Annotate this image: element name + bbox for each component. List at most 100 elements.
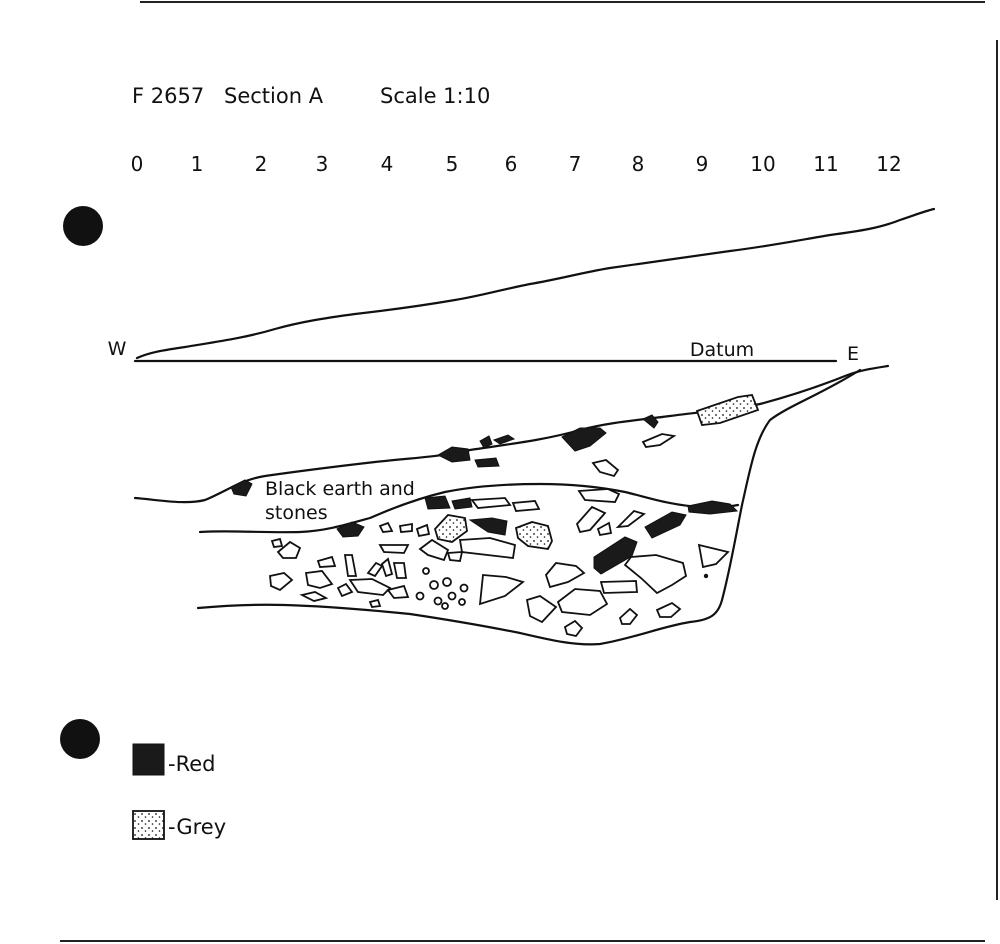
- stone: [697, 543, 730, 569]
- scale-label: Scale 1:10: [380, 84, 490, 108]
- stone: [618, 607, 639, 625]
- stone: [458, 537, 517, 559]
- stone: [336, 582, 354, 598]
- stone: [418, 538, 450, 562]
- red-fragment: [468, 517, 508, 536]
- stone: [368, 598, 382, 608]
- stone: [525, 595, 558, 624]
- stone: [392, 562, 408, 579]
- stone: [386, 584, 410, 599]
- stone: [470, 497, 512, 509]
- red-fragment: [230, 479, 253, 497]
- dot-mark: [703, 573, 709, 579]
- stone: [429, 580, 439, 590]
- section-title: Section A: [224, 84, 324, 108]
- stone: [366, 561, 384, 578]
- ground-surface-line: [135, 207, 936, 360]
- stone: [415, 591, 425, 601]
- legend: -Red -Grey: [132, 743, 226, 840]
- stone: [446, 551, 464, 562]
- stone: [378, 544, 410, 554]
- grey-fragment: [433, 514, 468, 543]
- red-fragment: [561, 427, 607, 452]
- scale-tick: 1: [191, 152, 204, 176]
- lower-layer-boundary: [198, 482, 740, 534]
- red-fragment: [642, 414, 659, 429]
- red-fragment: [479, 435, 493, 449]
- legend-red-label: -Red: [168, 752, 215, 776]
- grey-fragment: [514, 521, 553, 550]
- stone: [599, 580, 638, 594]
- grey-fragment: [695, 394, 760, 426]
- scale-tick: 5: [446, 152, 459, 176]
- stone: [398, 522, 413, 533]
- stone: [591, 459, 620, 478]
- scale-tick: 2: [255, 152, 268, 176]
- red-fragment: [436, 446, 471, 463]
- scale-tick: 4: [381, 152, 394, 176]
- red-fragment: [424, 495, 451, 510]
- fill-label-line2: stones: [265, 502, 328, 524]
- red-fragment: [644, 511, 687, 539]
- sheet-border: [60, 1, 998, 942]
- stones: [269, 433, 730, 638]
- stone: [442, 577, 452, 587]
- red-fragment: [492, 434, 516, 445]
- scale-tick: 10: [750, 152, 775, 176]
- east-cut-edge: [196, 368, 862, 646]
- scale-tick: 12: [876, 152, 901, 176]
- stone: [615, 509, 646, 529]
- grey-fragments: [433, 394, 760, 550]
- red-fragment: [593, 536, 638, 575]
- stone: [623, 554, 688, 595]
- stone: [441, 602, 449, 610]
- scale-tick: 11: [813, 152, 838, 176]
- stone: [380, 557, 394, 578]
- stone: [577, 488, 621, 503]
- binder-hole-top: [63, 206, 103, 246]
- stone: [655, 601, 682, 618]
- stone: [276, 540, 302, 559]
- red-fragment: [451, 497, 473, 510]
- stone: [478, 574, 525, 606]
- red-fragments: [230, 414, 739, 575]
- scale-tick: 9: [696, 152, 709, 176]
- red-fragment: [336, 521, 365, 538]
- stone: [511, 500, 541, 512]
- scale-tick: 7: [569, 152, 582, 176]
- binder-hole-bottom: [60, 719, 100, 759]
- legend-grey-label: -Grey: [168, 815, 226, 839]
- scale-tick: 3: [316, 152, 329, 176]
- stone: [316, 555, 337, 568]
- red-fragment: [687, 500, 739, 515]
- scale-tick: 6: [505, 152, 518, 176]
- stone: [447, 591, 457, 601]
- stone: [378, 521, 394, 533]
- west-label: W: [108, 338, 127, 360]
- legend-grey-swatch: [132, 810, 165, 840]
- stone: [459, 583, 469, 593]
- fill-label-line1: Black earth and: [265, 478, 415, 500]
- stone: [575, 505, 607, 534]
- red-fragment: [474, 457, 500, 468]
- stone: [415, 523, 431, 538]
- stone: [544, 562, 586, 589]
- feature-number: F 2657: [132, 84, 204, 108]
- east-label: E: [847, 343, 859, 365]
- scale-bar: 0 1 2 3 4 5 6 7 8 9 10 11 12: [131, 152, 902, 176]
- stone: [269, 572, 294, 592]
- stone: [596, 521, 613, 537]
- stone: [304, 570, 334, 589]
- scale-tick: 0: [131, 152, 144, 176]
- drawing-header: F 2657 Section A Scale 1:10: [132, 84, 490, 108]
- stone: [299, 591, 329, 602]
- stone: [422, 567, 430, 575]
- stone: [348, 578, 392, 596]
- stone: [563, 619, 584, 638]
- stone: [641, 433, 677, 448]
- datum-label: Datum: [690, 339, 754, 361]
- stone: [270, 537, 284, 548]
- stone: [458, 598, 466, 606]
- stone: [433, 596, 443, 606]
